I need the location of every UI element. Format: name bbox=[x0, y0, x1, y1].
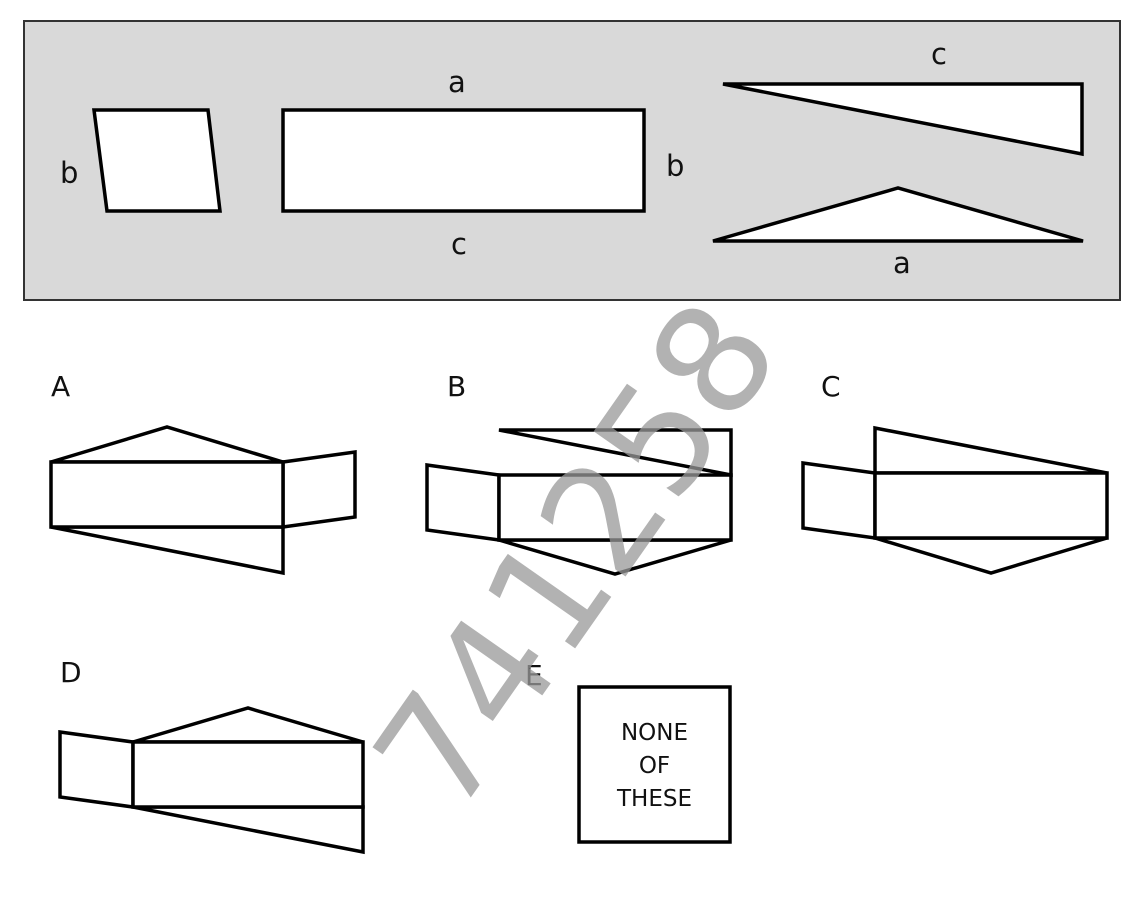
prompt-rectangle bbox=[281, 108, 646, 213]
option-e[interactable]: E NONE OF THESE bbox=[515, 650, 740, 850]
option-b-parallelogram bbox=[425, 462, 501, 543]
prompt-isosceles-triangle bbox=[712, 186, 1084, 243]
option-c[interactable]: C bbox=[790, 365, 1120, 585]
prompt-right-triangle bbox=[722, 82, 1084, 157]
option-a[interactable]: A bbox=[40, 365, 370, 585]
label-parallelogram-side: b bbox=[60, 156, 78, 190]
option-b[interactable]: B bbox=[415, 365, 745, 585]
option-d-label: D bbox=[60, 656, 82, 689]
option-a-label: A bbox=[51, 370, 70, 403]
option-c-label: C bbox=[821, 370, 841, 403]
option-e-text-line-2: OF bbox=[639, 753, 670, 779]
option-d-parallelogram bbox=[58, 729, 135, 810]
option-b-label: B bbox=[447, 370, 466, 403]
option-a-rectangle bbox=[49, 460, 285, 529]
option-c-rectangle bbox=[873, 471, 1109, 540]
option-e-box bbox=[577, 685, 732, 844]
option-a-parallelogram bbox=[281, 449, 357, 530]
label-rect-right: b bbox=[666, 149, 684, 183]
prompt-parallelogram bbox=[92, 108, 222, 213]
option-c-parallelogram bbox=[801, 460, 877, 541]
label-triangle2-bottom: a bbox=[893, 246, 911, 280]
label-rect-bottom: c bbox=[451, 227, 467, 261]
label-rect-top: a bbox=[448, 65, 466, 99]
option-b-top-triangle bbox=[498, 428, 733, 478]
label-triangle1-top: c bbox=[931, 37, 947, 71]
option-e-text-line-3: THESE bbox=[616, 786, 692, 812]
option-e-label: E bbox=[525, 659, 543, 692]
prompt-panel: b a b c c a bbox=[23, 20, 1121, 301]
option-e-text-line-1: NONE bbox=[621, 720, 688, 746]
option-b-rectangle bbox=[497, 473, 733, 542]
option-d[interactable]: D bbox=[50, 650, 380, 865]
option-d-rectangle bbox=[131, 740, 365, 809]
